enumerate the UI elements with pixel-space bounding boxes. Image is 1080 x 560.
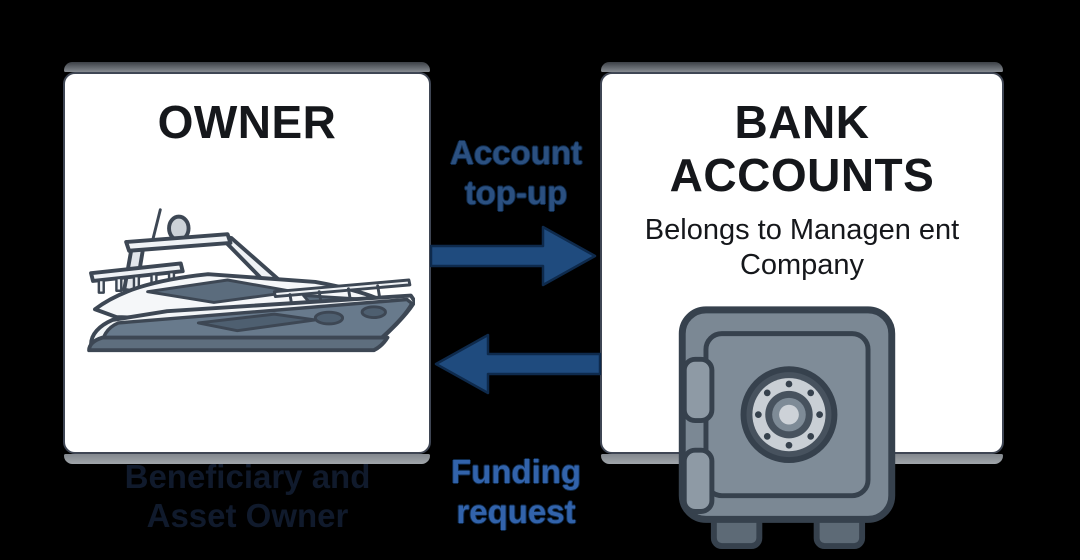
arrow-left-icon [434,333,601,395]
bank-subtitle-line1: Belongs to Managen ent [644,213,960,246]
bank-subtitle: Belongs to Managen ent Company [602,213,1002,283]
owner-card: OWNER [63,62,431,464]
funding-request-label-line2: request [456,493,576,531]
funding-request-label: Funding request [416,452,616,533]
arrow-right-icon [430,225,597,287]
owner-title: OWNER [157,96,337,148]
safe-icon [678,306,896,550]
account-topup-label-line2: top-up [464,174,568,212]
owner-caption: Beneficiary and Asset Owner [63,458,432,536]
yacht-icon [87,208,415,353]
owner-caption-line1: Beneficiary and [124,458,371,495]
owner-caption-line2: Asset Owner [146,496,349,534]
bank-title-line1: BANK [734,96,870,148]
bank-title: BANK ACCOUNTS [602,96,1002,203]
account-topup-label-line1: Account [450,134,582,171]
funding-request-label-line1: Funding [450,453,582,490]
bank-title-line2: ACCOUNTS [669,149,935,202]
bank-subtitle-line2: Company [739,248,865,281]
account-topup-label: Account top-up [416,133,616,214]
